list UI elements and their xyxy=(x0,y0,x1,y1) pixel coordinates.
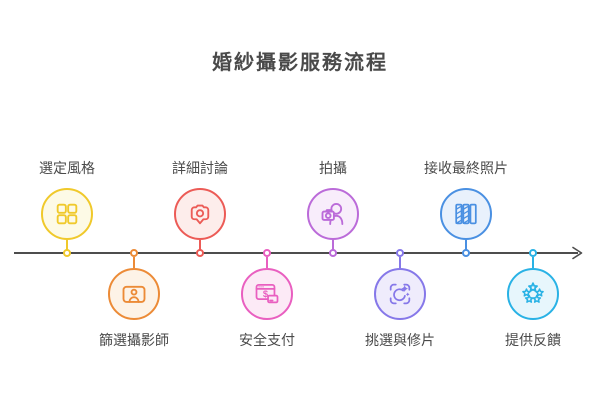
step-circle xyxy=(307,188,359,240)
step-connector xyxy=(332,240,334,250)
step-label: 選定風格 xyxy=(39,160,95,176)
step-select-and-retouch: 挑選與修片 xyxy=(340,0,460,400)
step-label: 篩選攝影師 xyxy=(99,332,169,348)
step-select-style: 選定風格 xyxy=(7,0,127,400)
step-label: 接收最終照片 xyxy=(424,160,508,176)
timeline-axis xyxy=(14,252,578,254)
step-connector xyxy=(266,257,268,268)
step-label: 安全支付 xyxy=(239,332,295,348)
step-label: 提供反饋 xyxy=(505,332,561,348)
step-receive-final-photos: 接收最終照片 xyxy=(406,0,526,400)
step-shooting: 拍攝 xyxy=(273,0,393,400)
step-label: 拍攝 xyxy=(319,160,347,176)
step-circle xyxy=(41,188,93,240)
grid-icon xyxy=(56,203,78,225)
step-circle xyxy=(440,188,492,240)
photographer-icon xyxy=(321,203,344,225)
step-circle xyxy=(108,268,160,320)
payment-icon: $ xyxy=(255,284,279,304)
photo-prints-icon xyxy=(455,203,477,225)
step-filter-photographers: 篩選攝影師 xyxy=(74,0,194,400)
timeline-node xyxy=(396,249,404,257)
rating-stars-icon xyxy=(522,282,544,303)
step-connector xyxy=(399,257,401,268)
step-label: 詳細討論 xyxy=(172,160,228,176)
timeline-node xyxy=(529,249,537,257)
timeline-arrowhead-icon xyxy=(572,246,583,260)
step-connector xyxy=(199,240,201,250)
camera-chat-icon xyxy=(190,204,210,225)
timeline-node xyxy=(196,249,204,257)
dollar-glyph: $ xyxy=(263,289,269,299)
step-detailed-discussion: 詳細討論 xyxy=(140,0,260,400)
step-circle xyxy=(507,268,559,320)
step-connector xyxy=(532,257,534,268)
timeline-node xyxy=(462,249,470,257)
step-connector xyxy=(66,240,68,250)
timeline-node xyxy=(263,249,271,257)
step-circle: $ xyxy=(241,268,293,320)
step-secure-payment: 安全支付 $ xyxy=(207,0,327,400)
step-connector xyxy=(465,240,467,250)
step-connector xyxy=(133,257,135,268)
step-circle xyxy=(374,268,426,320)
timeline-node xyxy=(329,249,337,257)
timeline-node xyxy=(130,249,138,257)
step-circle xyxy=(174,188,226,240)
step-label: 挑選與修片 xyxy=(365,332,435,348)
step-provide-feedback: 提供反饋 xyxy=(473,0,593,400)
page-title: 婚紗攝影服務流程 xyxy=(212,52,388,74)
timeline-node xyxy=(63,249,71,257)
enhance-icon xyxy=(389,283,411,305)
person-card-icon xyxy=(122,285,146,303)
